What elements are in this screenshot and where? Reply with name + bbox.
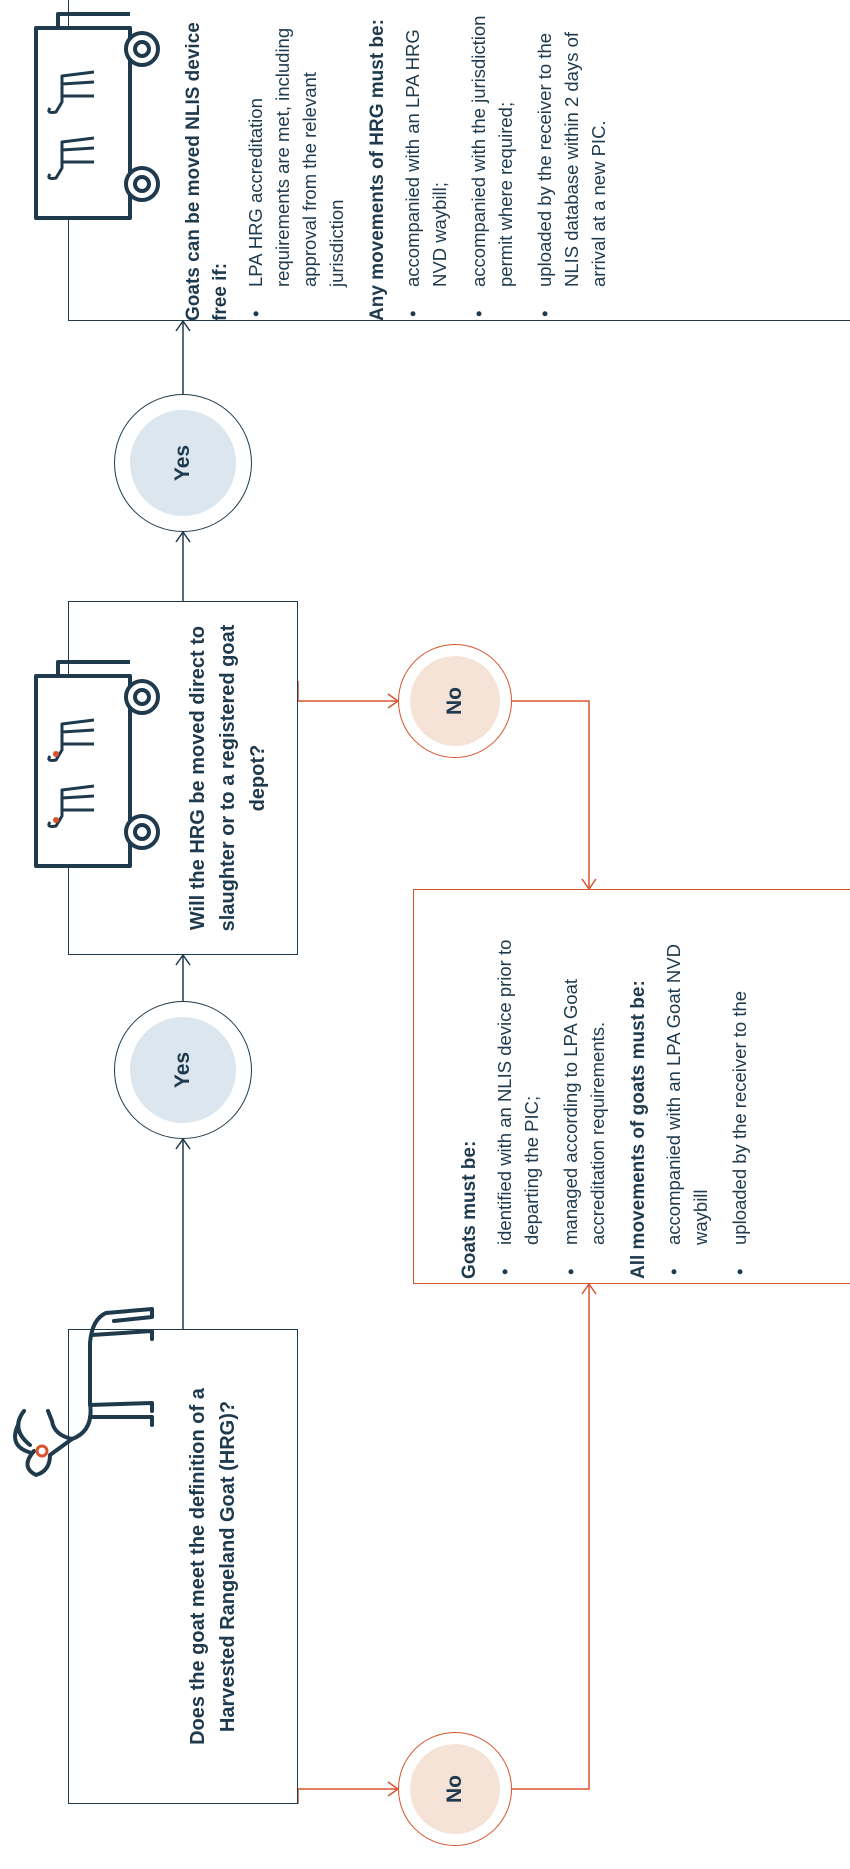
decision-no-1: No <box>398 1732 512 1846</box>
decision-yes-2-label: Yes <box>171 444 194 482</box>
arrow-head <box>175 953 191 966</box>
list-item: identified with an NLIS device prior to … <box>491 894 545 1279</box>
connector-no1-to-outcome <box>512 1284 590 1790</box>
question-2-text: Will the HRG be moved direct to slaughte… <box>187 624 269 932</box>
outcome-hrg-list-2: accompanied with an LPA HRG NVD waybill;… <box>399 0 612 321</box>
list-item: accompanied with an LPA HRG NVD waybill; <box>399 0 453 321</box>
decision-yes-2: Yes <box>114 394 252 532</box>
question-1-text: Does the goat meet the definition of a H… <box>187 1388 239 1745</box>
arrow-head <box>387 693 400 709</box>
list-item: managed according to LPA Goat accreditat… <box>557 894 611 1279</box>
outcome-not-hrg-content: Goats must be: identified with an NLIS d… <box>456 894 767 1279</box>
decision-no-2: No <box>398 644 512 758</box>
goat-icon <box>13 1307 154 1477</box>
connector-q2-to-no2 <box>297 681 398 702</box>
decision-yes-1: Yes <box>114 1001 252 1139</box>
list-item: uploaded by the receiver to the NLIS dat… <box>531 0 612 321</box>
arrow-head <box>175 530 191 543</box>
connector-no2-to-outcome <box>512 700 590 889</box>
list-item: accompanied with the jurisdiction permit… <box>465 0 519 321</box>
outcome-hrg-heading-1: Goats can be moved NLIS device free if: <box>183 22 231 321</box>
decision-no-2-label: No <box>443 687 466 715</box>
outcome-not-hrg-list-2: accompanied with an LPA Goat NVD waybill… <box>660 894 753 1279</box>
arrow-head <box>581 1282 597 1295</box>
outcome-not-hrg-list-1: identified with an NLIS device prior to … <box>491 894 611 1279</box>
list-item: uploaded by the receiver to the <box>726 894 753 1279</box>
outcome-hrg-list-1: LPA HRG accreditation requirements are m… <box>242 0 350 321</box>
arrow-head <box>387 1781 400 1797</box>
decision-yes-1-label: Yes <box>171 1051 194 1089</box>
list-item: accompanied with an LPA Goat NVD waybill <box>660 894 714 1279</box>
outcome-hrg-content: Goats can be moved NLIS device free if: … <box>180 0 626 321</box>
decision-no-1-label: No <box>443 1775 466 1803</box>
outcome-not-hrg-heading-1: Goats must be: <box>459 1140 480 1279</box>
list-item: LPA HRG accreditation requirements are m… <box>242 0 350 321</box>
arrow-head <box>175 1137 191 1150</box>
outcome-not-hrg-heading-2: All movements of goats must be: <box>628 980 649 1279</box>
connector-q1-to-no1 <box>297 1788 398 1804</box>
arrow-head <box>175 319 191 332</box>
truck-with-goats-icon <box>34 660 160 868</box>
outcome-hrg-heading-2: Any movements of HRG must be: <box>367 19 388 321</box>
truck-with-goats-icon <box>34 12 160 220</box>
